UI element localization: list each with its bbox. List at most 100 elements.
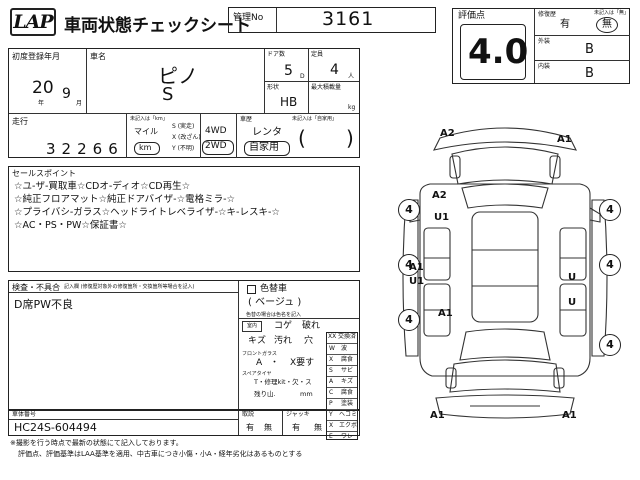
tire-mid-left: 4 [398,254,420,276]
score-frame [460,24,526,80]
repair-label: 修復歴 [538,11,557,18]
legend-term: サビ [341,367,354,374]
max-load-unit: kg [348,104,356,111]
legend-code: X [329,356,334,363]
dirt-term: 穴 [304,336,314,346]
legend-term: 塗装 [341,400,354,407]
score-label: 評価点 [458,11,486,21]
repair-note: 未記入は「無」 [594,10,630,16]
doors-label: ドア数 [267,51,286,58]
mileage-label: 走行 [12,117,28,126]
legend-term: 交換済 [338,333,357,340]
legend-term: 腐食 [341,356,354,363]
damage-mark: A1 [557,134,572,145]
sales-point-line: ☆プライバシ-ガラス☆ヘッドライトレベライザ-☆キ-レスキ-☆ [14,207,280,218]
repair-no: 無 [602,19,612,30]
interior-tag-label: 室内 [246,323,257,329]
repaint-value: ( ベージュ ) [248,297,302,308]
use-private-circle [244,141,290,156]
sheet-title: 車両状態チェックシート [64,16,251,36]
legend-code: P [329,400,333,407]
exterior-grade: B [585,42,594,57]
tire-mid-right: 4 [599,254,621,276]
frontglass-dot: ・ [270,358,280,368]
mgmt-no-label: 管理No [233,13,264,23]
reg-month: 9 [62,86,71,102]
repaint-note: 色替の場合は色名を記入 [246,312,302,318]
score-value: 4.0 [468,32,529,72]
vehicle-info-box [8,48,360,158]
damage-mark: U1 [409,276,425,287]
legend-term: 波 [341,345,348,352]
mileage-unit-note: 未記入は「km」 [130,116,168,122]
car-name-label: 車名 [90,52,106,61]
mgmt-no-box [228,7,436,33]
jack-no: 無 [314,423,322,432]
legend-term: エクボ [339,422,358,429]
car-damage-diagram [402,127,608,419]
use-paren-open: ( [298,126,306,150]
legend-code: A [329,378,334,385]
use-rental: レンタ [252,127,282,138]
legend-code: C [329,389,334,396]
use-private: 自家用 [249,142,279,153]
repaint-label: 色替車 [260,284,288,294]
legend-code: S [329,367,333,374]
damage-mark: U1 [434,212,450,223]
reg-label: 初度登録年月 [12,52,60,61]
lap-logo: LAP [10,8,56,36]
reg-month-unit: 月 [76,100,83,107]
mile-option: マイル [134,127,158,136]
spare-unit: mm [300,390,313,398]
legend-term: ヘコミ [339,411,358,418]
sales-points-label: セールスポイント [12,169,76,178]
legend-term: キズ [341,378,354,385]
chassis-box [8,410,360,436]
legend-term: 腐食 [341,389,354,396]
drive-2wd-circle [202,140,234,155]
shape-value: HB [280,95,298,109]
capacity-label: 定員 [311,51,324,58]
legend-term: ワレ [341,433,354,440]
mileage-digit: 2 [61,140,78,158]
damage-mark: A2 [432,190,447,201]
sales-point-line: ☆純正フロアマット☆純正ドアバイザ-☆電格ミラ-☆ [14,194,236,205]
mileage-digits: 32266 [46,140,124,158]
jack-yes: 有 [292,423,300,432]
interior-label: 内装 [538,63,551,70]
damage-mark: U [568,272,577,283]
damage-mark: A1 [438,308,453,319]
sales-point-line: ☆AC・PS・PW☆保証書☆ [14,220,127,231]
chassis-no: HC24S-604494 [14,421,97,434]
km-circle [134,142,160,155]
max-load-label: 最大積載量 [311,84,342,91]
car-name: ピノ [158,64,198,88]
damage-mark: U [568,297,577,308]
tire-front-right: 4 [599,199,621,221]
jack-label: ジャッキ [286,411,310,418]
car-grade: S [162,84,174,105]
reg-year: 20 [32,78,54,98]
sales-point-line: ☆ユ-ザ-買取車☆CDオ-ディオ☆CD再生☆ [14,181,191,192]
legend-code: X [329,422,334,429]
dirt-term: 汚れ [274,336,293,346]
shape-label: 形状 [267,84,280,91]
legend-code: E [329,433,333,440]
mileage-digit: 6 [92,140,109,158]
chassis-label: 車体番号 [12,411,37,418]
dirt-term: 破れ [302,321,321,331]
frontglass-a: A [256,358,263,368]
frontglass-x: X要す [290,358,315,368]
interior-grade: B [585,66,594,81]
damage-mark: A1 [562,410,577,421]
km-option: km [139,143,152,152]
repair-yes: 有 [560,19,570,30]
mileage-digit: 2 [77,140,93,158]
repaint-checkbox [247,285,256,294]
footer-note: ※撮影を行う時点で最新の状態にて記入しております。 [10,439,183,447]
mileage-digit: 6 [108,140,124,158]
mileage-status-x: X (改ざん) [172,134,201,141]
drive-4wd: 4WD [205,126,227,136]
tire-front-left: 4 [398,199,420,221]
sales-points-box [8,166,360,272]
